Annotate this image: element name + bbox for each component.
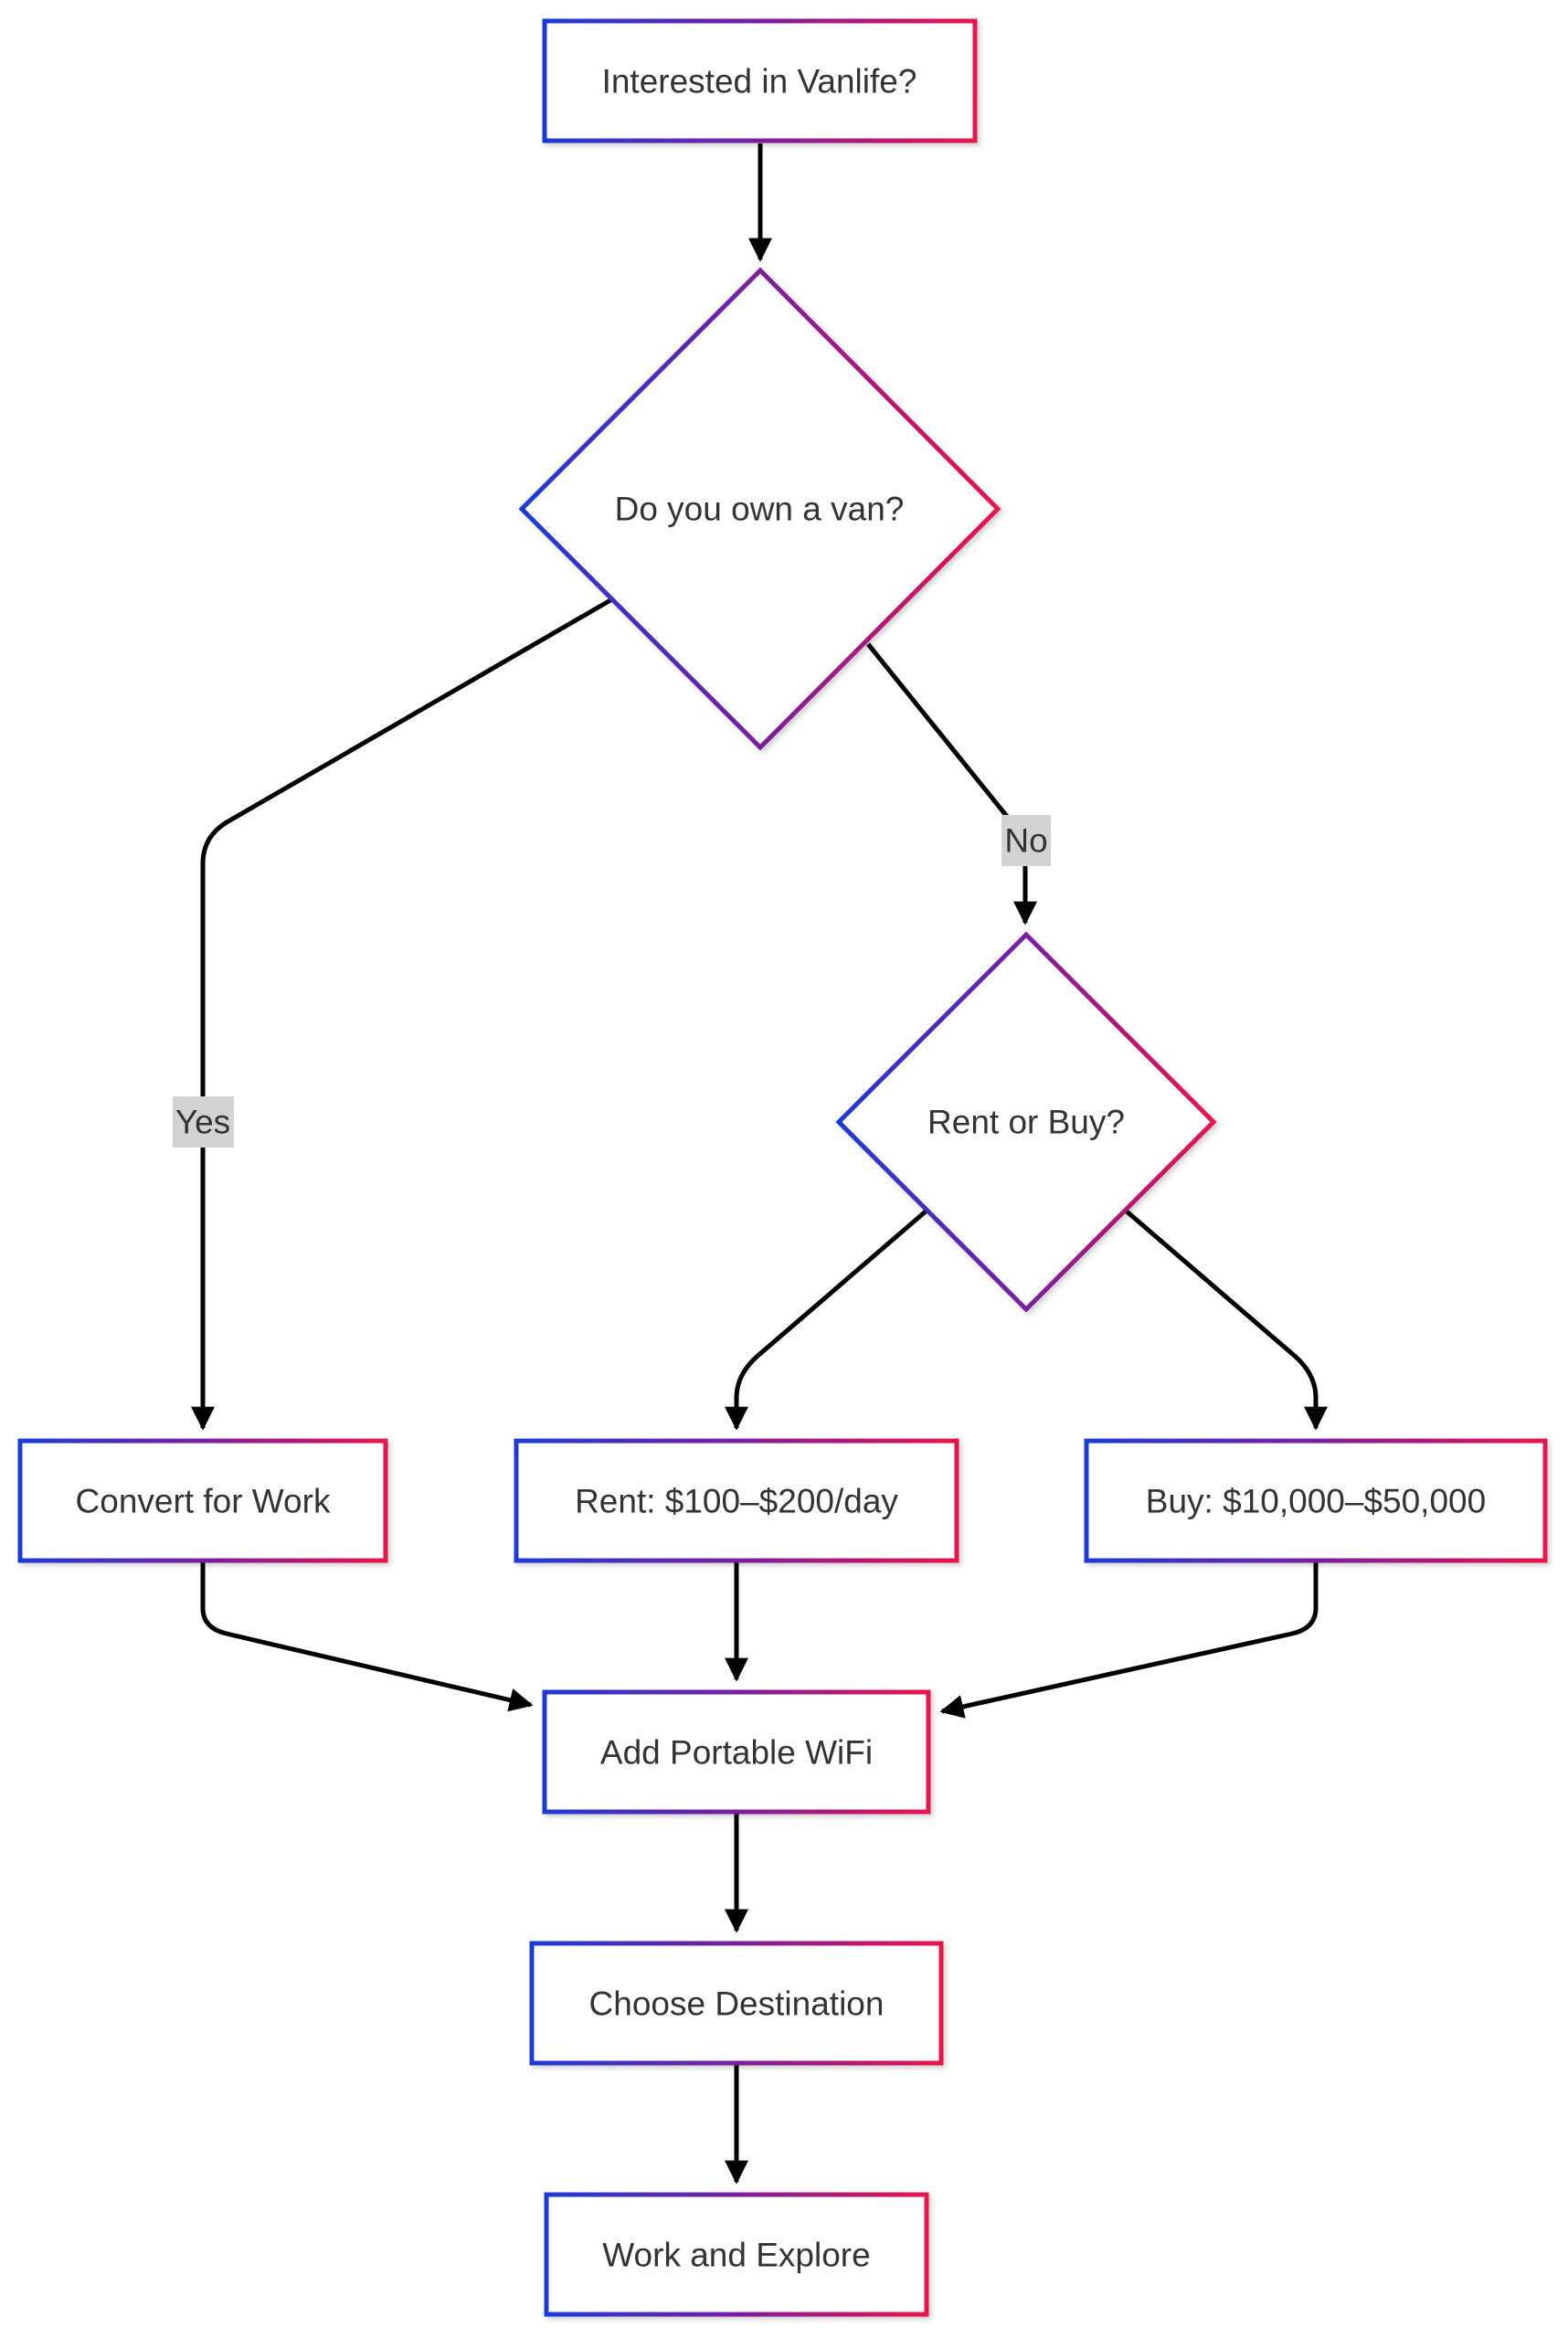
edge-rent-or-buy-to-buy [1124, 1209, 1328, 1431]
node-convert-label: Convert for Work [76, 1483, 331, 1520]
node-explore-label: Work and Explore [602, 2237, 870, 2274]
edge-buy-to-wifi [939, 1562, 1319, 1719]
edge-label-no-text: No [1004, 822, 1047, 860]
node-explore-box [544, 2192, 929, 2317]
node-rent-or-buy-diamond [835, 931, 1217, 1313]
node-buy[interactable]: Buy: $10,000–$50,000 [1084, 1438, 1548, 1563]
edge-own-van-to-rent-or-buy [866, 642, 1037, 926]
edge-own-van-to-convert [191, 598, 612, 1431]
node-own-van[interactable]: Do you own a van? [518, 267, 1001, 751]
node-rent-box [514, 1438, 959, 1563]
edge-label-no-bg [1001, 815, 1051, 866]
node-destination-label: Choose Destination [589, 1985, 885, 2023]
edge-label-yes-text: Yes [175, 1104, 230, 1141]
edge-convert-to-wifi [200, 1562, 534, 1712]
node-interested-box [542, 18, 978, 143]
node-rent-or-buy-label: Rent or Buy? [927, 1104, 1125, 1141]
node-wifi-box [542, 1689, 931, 1815]
node-rent-label: Rent: $100–$200/day [575, 1483, 898, 1520]
node-interested-label: Interested in Vanlife? [602, 63, 917, 101]
edge-label-no: No [1001, 815, 1051, 866]
node-buy-label: Buy: $10,000–$50,000 [1146, 1483, 1486, 1520]
node-convert-box [17, 1438, 388, 1563]
node-wifi[interactable]: Add Portable WiFi [542, 1689, 931, 1815]
node-own-van-label: Do you own a van? [615, 491, 905, 528]
node-buy-box [1084, 1438, 1548, 1563]
edge-rent-or-buy-to-rent [725, 1209, 928, 1431]
node-destination[interactable]: Choose Destination [529, 1941, 944, 2066]
node-own-van-diamond [518, 267, 1001, 751]
node-interested[interactable]: Interested in Vanlife? [542, 18, 978, 143]
node-rent[interactable]: Rent: $100–$200/day [514, 1438, 959, 1563]
node-destination-box [529, 1941, 944, 2066]
node-wifi-label: Add Portable WiFi [600, 1734, 873, 1772]
node-rent-or-buy[interactable]: Rent or Buy? [835, 931, 1217, 1313]
node-convert[interactable]: Convert for Work [17, 1438, 388, 1563]
node-explore[interactable]: Work and Explore [544, 2192, 929, 2317]
edge-label-yes: Yes [173, 1096, 234, 1148]
edge-label-yes-bg [173, 1096, 234, 1148]
